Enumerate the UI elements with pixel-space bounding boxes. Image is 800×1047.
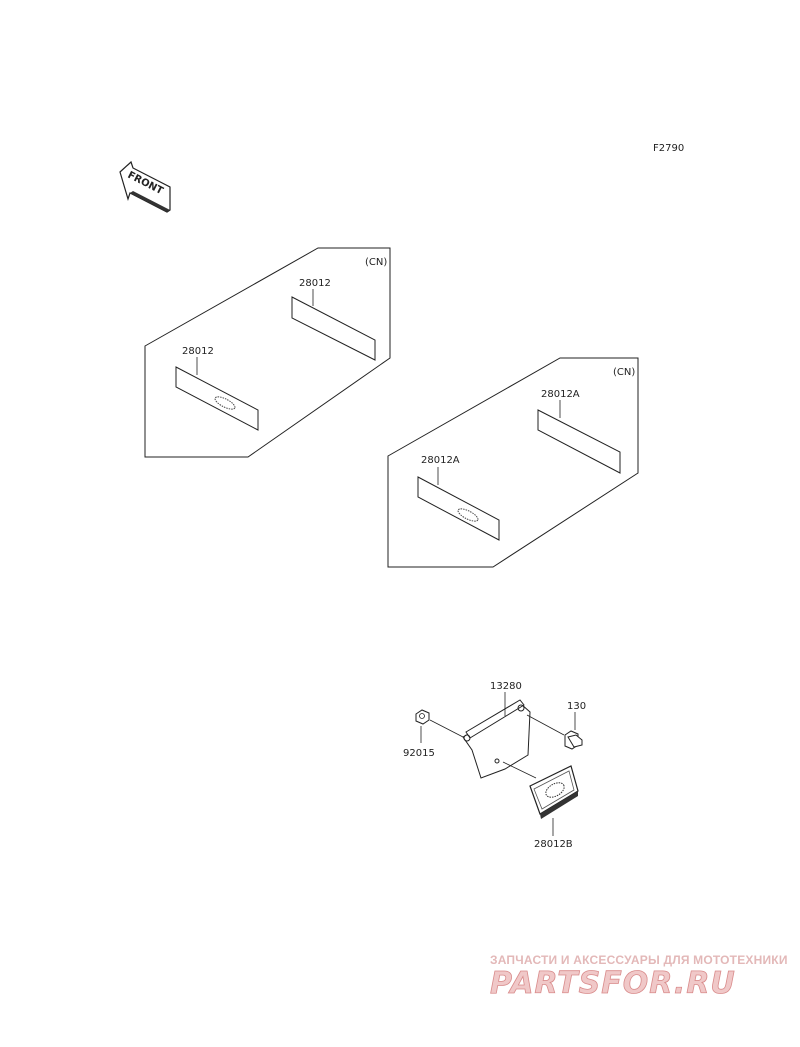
watermark-tagline: ЗАПЧАСТИ И АКСЕССУАРЫ ДЛЯ МОТОТЕХНИКИ [490,953,788,967]
bracket-13280 [462,699,531,779]
nut-part-number: 92015 [403,748,435,759]
panel-b-upper-part-number: 28012A [541,389,580,400]
panel-a-upper-label [291,296,376,361]
panel-a-logo-icon [214,396,236,410]
panel-a-frame [144,247,391,458]
panel-a-upper-part-number: 28012 [299,278,331,289]
panel-a-region-note: (CN) [365,257,387,268]
plate-logo-icon [545,782,565,798]
plate-part-number: 28012B [534,839,573,850]
figure-code: F2790 [653,143,684,154]
front-arrow-icon: FRONT [119,160,171,213]
nut-92015-icon [415,709,430,725]
panel-b-lower-label [417,476,500,541]
panel-b-lower-part-number: 28012A [421,455,460,466]
panel-b-region-note: (CN) [613,367,635,378]
panel-b-frame [387,357,639,568]
watermark-logo: PARTSFOR.RU [490,966,736,1001]
panel-a-lower-part-number: 28012 [182,346,214,357]
panel-b-upper-label [537,409,621,474]
bolt-part-number: 130 [567,701,586,712]
plate-28012b [529,765,579,819]
panel-b-logo-icon [457,508,479,522]
bracket-part-number: 13280 [490,681,522,692]
bolt-130-icon [564,730,583,750]
panel-a-lower-label [175,366,259,431]
